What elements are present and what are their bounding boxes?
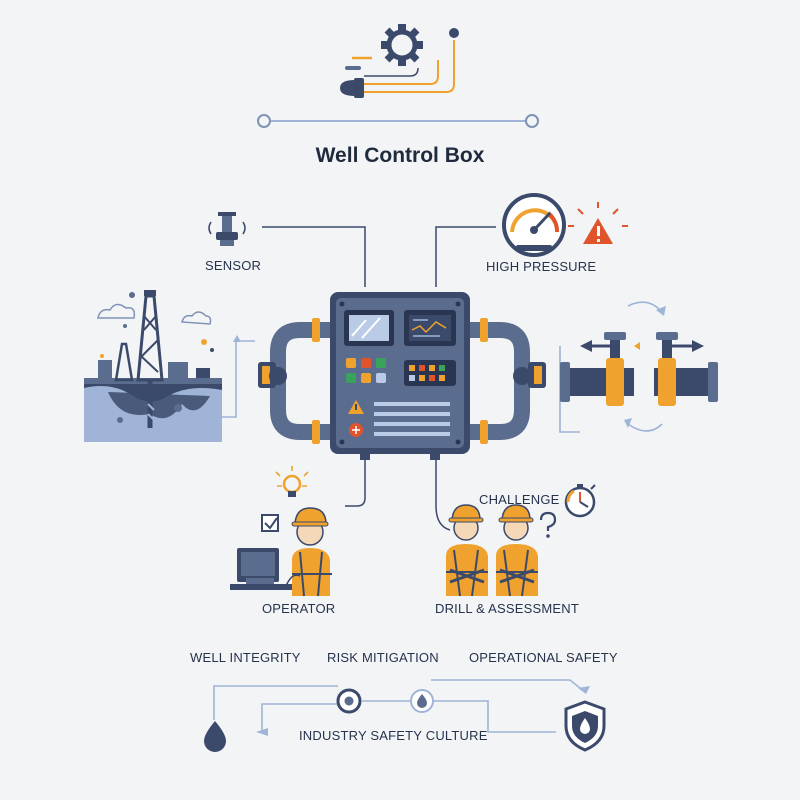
operator-worker-icon bbox=[230, 507, 332, 597]
page-title: Well Control Box bbox=[315, 144, 485, 167]
pressure-gauge-icon bbox=[502, 193, 566, 257]
risk-node-icon bbox=[336, 688, 362, 714]
flow-drop-node-icon bbox=[410, 689, 434, 713]
drill-workers-icon bbox=[446, 504, 538, 597]
industry-safety-culture-label: INDUSTRY SAFETY CULTURE bbox=[299, 728, 488, 743]
operational-safety-label: OPERATIONAL SAFETY bbox=[469, 650, 618, 665]
pipe-valve-icon bbox=[560, 301, 718, 432]
checkbox-icon bbox=[261, 514, 279, 532]
operator-label: OPERATOR bbox=[262, 601, 336, 616]
question-mark-icon bbox=[539, 511, 557, 538]
lightbulb-icon bbox=[275, 466, 309, 497]
bottom-flow-lines bbox=[213, 679, 590, 736]
connector-plug-icon bbox=[340, 28, 459, 98]
challenge-label: CHALLENGE bbox=[479, 492, 560, 507]
warning-icon bbox=[568, 202, 628, 244]
oil-drop-icon bbox=[204, 721, 226, 752]
title-divider bbox=[257, 114, 539, 128]
sensor-icon bbox=[208, 212, 246, 246]
stopwatch-icon bbox=[564, 484, 596, 518]
shield-drop-icon bbox=[564, 700, 606, 752]
risk-mitigation-label: RISK MITIGATION bbox=[327, 650, 439, 665]
drill-assessment-label: DRILL & ASSESSMENT bbox=[435, 601, 579, 616]
oil-rig-icon bbox=[84, 290, 222, 442]
gear-icon bbox=[381, 24, 423, 66]
well-integrity-label: WELL INTEGRITY bbox=[190, 650, 301, 665]
high-pressure-label: HIGH PRESSURE bbox=[486, 259, 597, 274]
control-panel bbox=[258, 292, 546, 460]
sensor-label: SENSOR bbox=[205, 258, 262, 273]
